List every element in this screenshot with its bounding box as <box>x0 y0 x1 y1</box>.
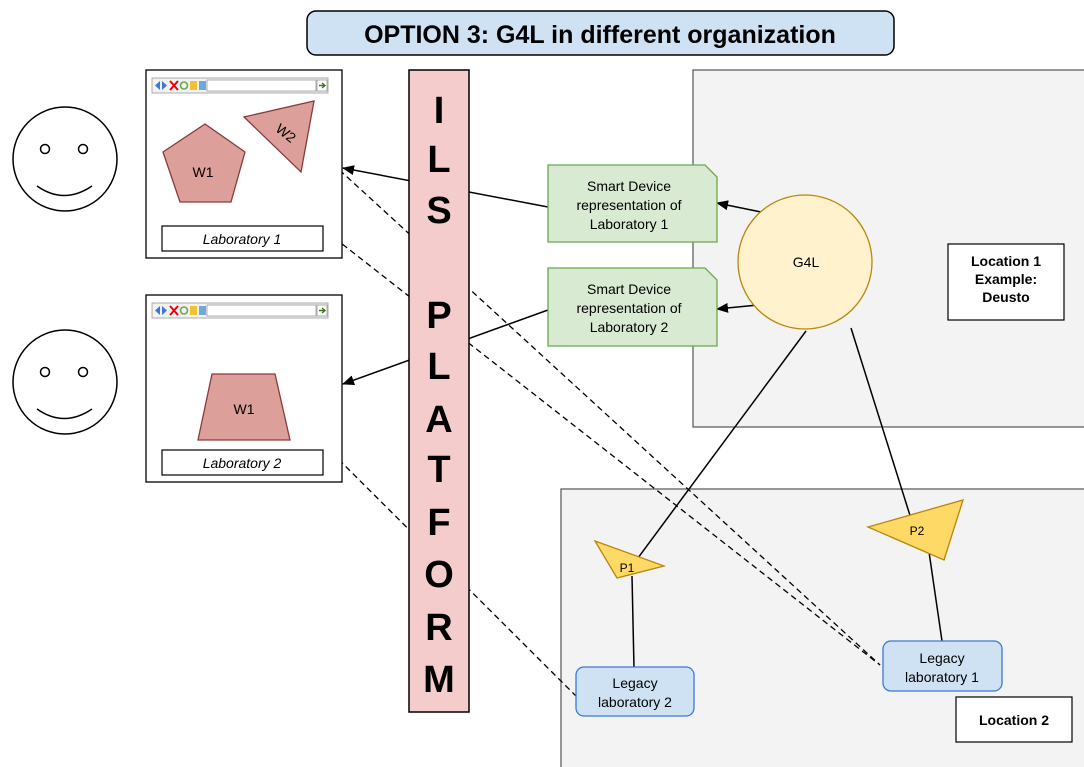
legacy-lab-1-line-1: Legacy <box>919 650 964 666</box>
widget-w1-label: W1 <box>193 164 214 180</box>
widget-w2-triangle <box>242 100 315 174</box>
location-1-label-line-1: Location 1 <box>971 253 1041 269</box>
ils-letter-3: S <box>426 190 451 232</box>
smart-device-2-line-2: representation of <box>576 300 681 316</box>
ils-letter-4: P <box>426 295 451 337</box>
ils-platform-bar: I L S P L A T F O R M <box>408 69 470 713</box>
browser-toolbar-icon <box>151 77 329 94</box>
legacy-lab-2-line-1: Legacy <box>612 675 657 691</box>
ils-letter-11: M <box>423 659 455 701</box>
smart-device-1: Smart Device representation of Laborator… <box>547 164 718 243</box>
ils-letter-2: L <box>427 139 450 181</box>
ils-letter-9: O <box>424 554 454 596</box>
smart-device-1-line-1: Smart Device <box>587 178 671 194</box>
browser-toolbar-icon <box>151 302 329 319</box>
proxy-p2-label: P2 <box>910 524 925 538</box>
location-1-label-line-2: Example: <box>975 271 1037 287</box>
title-banner: OPTION 3: G4L in different organization <box>306 10 895 56</box>
widget-w1-trapezoid <box>197 373 291 441</box>
widget-w1-pentagon <box>162 123 246 203</box>
legacy-laboratory-1: Legacy laboratory 1 <box>882 640 1003 692</box>
ils-letter-1: I <box>434 90 445 132</box>
user-smiley-2-icon <box>12 329 118 435</box>
g4l-node: G4L <box>737 194 873 330</box>
browser-window-2: W1 Laboratory 2 <box>145 294 343 483</box>
location-1-label-line-3: Deusto <box>982 289 1029 305</box>
proxy-p1: P1 <box>593 539 667 579</box>
legacy-laboratory-2: Legacy laboratory 2 <box>575 666 695 717</box>
smart-device-2-line-1: Smart Device <box>587 281 671 297</box>
ils-letter-10: R <box>425 607 452 649</box>
location-2-label: Location 2 <box>979 712 1049 728</box>
ils-letter-8: F <box>427 502 450 544</box>
ils-letter-6: A <box>425 399 452 441</box>
smart-device-1-line-3: Laboratory 1 <box>590 216 669 232</box>
ils-letter-5: L <box>427 346 450 388</box>
browser-window-1: W1 W2 Laboratory 1 <box>145 69 343 259</box>
browser-window-1-label: Laboratory 1 <box>203 231 282 247</box>
legacy-lab-1-line-2: laboratory 1 <box>905 669 979 685</box>
legacy-lab-2-line-2: laboratory 2 <box>598 694 672 710</box>
proxy-p1-label: P1 <box>620 561 635 575</box>
smart-device-2-line-3: Laboratory 2 <box>590 319 669 335</box>
title-text: OPTION 3: G4L in different organization <box>364 21 836 49</box>
g4l-label: G4L <box>793 254 820 270</box>
ils-letter-7: T <box>427 449 450 491</box>
smart-device-1-line-2: representation of <box>576 197 681 213</box>
widget-w1-label-2: W1 <box>234 401 255 417</box>
dashed-connections <box>239 142 881 698</box>
proxy-p2: P2 <box>866 499 964 561</box>
smart-device-2: Smart Device representation of Laborator… <box>547 267 718 347</box>
location-2-region: Location 2 <box>560 488 1084 767</box>
browser-window-2-label: Laboratory 2 <box>203 455 282 471</box>
user-smiley-1-icon <box>12 106 118 212</box>
